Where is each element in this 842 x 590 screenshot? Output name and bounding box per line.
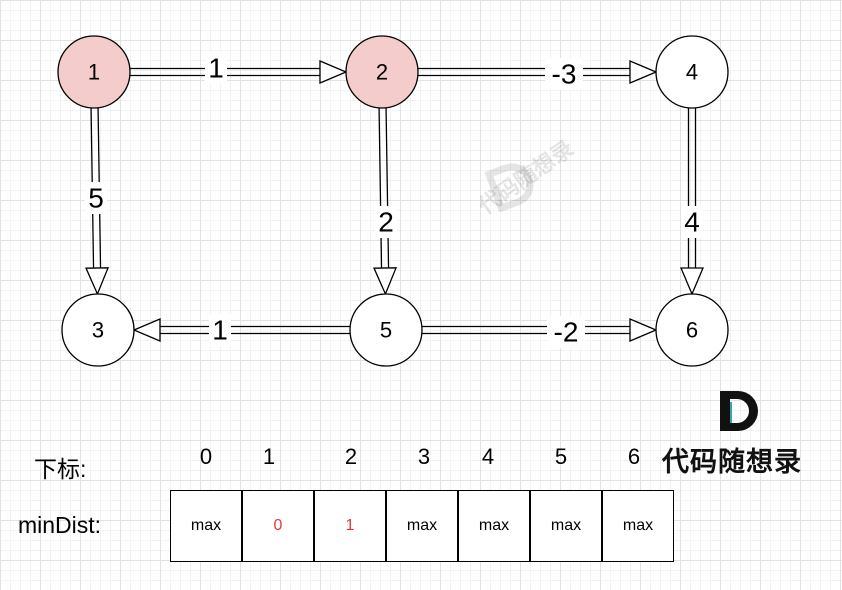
edge-n4-n6: 4 — [680, 108, 704, 296]
edge-n2-n5: 2 — [373, 107, 398, 296]
edge-n1-n3: 5 — [85, 107, 110, 296]
graph-node-5: 5 — [349, 293, 423, 367]
index-label: 2 — [344, 444, 358, 469]
arrowhead — [629, 318, 658, 342]
edges-layer: 1 -3 5 2 4 1 -2 — [85, 52, 704, 348]
watermark-d-icon — [484, 163, 534, 213]
edge-n2-n4: -3 — [418, 58, 658, 90]
edge-n1-n2: 1 — [130, 52, 348, 84]
nodes-layer: 1 2 4 3 5 6 — [57, 35, 729, 367]
graph-node-3: 3 — [61, 293, 135, 367]
edge-weight-label: -3 — [552, 59, 577, 90]
index-label: 4 — [481, 444, 495, 469]
edge-weight-label: 5 — [88, 183, 104, 214]
index-row-label: 下标: — [34, 456, 87, 482]
graph-node-1: 1 — [57, 35, 131, 109]
index-label: 6 — [627, 444, 641, 469]
index-label: 0 — [199, 444, 213, 469]
edge-weight-label: 2 — [378, 207, 394, 238]
mindist-cell: 1 — [314, 490, 386, 562]
edge-n5-n3: 1 — [132, 314, 350, 346]
node-label: 6 — [686, 318, 698, 343]
edge-weight-label: 1 — [208, 53, 224, 84]
mindist-cell: max — [170, 490, 242, 562]
edge-n5-n6: -2 — [422, 316, 658, 348]
node-label: 2 — [376, 60, 388, 85]
index-label: 5 — [554, 444, 568, 469]
mindist-cell: 0 — [242, 490, 314, 562]
mindist-cell: max — [386, 490, 458, 562]
mindist-cell: max — [458, 490, 530, 562]
arrowhead — [132, 318, 161, 342]
arrowhead — [680, 267, 704, 296]
d-logo-icon — [720, 391, 758, 431]
node-label: 5 — [380, 318, 392, 343]
graph-node-4: 4 — [655, 35, 729, 109]
index-label: 3 — [417, 444, 431, 469]
graph-node-6: 6 — [655, 293, 729, 367]
graph-node-2: 2 — [345, 35, 419, 109]
node-label: 3 — [92, 318, 104, 343]
mindist-cell: max — [602, 490, 674, 562]
edge-weight-label: -2 — [554, 317, 579, 348]
brand-name: 代码随想录 — [662, 447, 802, 478]
arrowhead — [85, 267, 110, 296]
index-label: 1 — [262, 444, 276, 469]
edge-weight-label: 1 — [212, 315, 228, 346]
mindist-cell: max — [530, 490, 602, 562]
arrowhead — [319, 60, 348, 84]
mindist-row-label: minDist: — [18, 512, 102, 538]
edge-weight-label: 4 — [684, 207, 700, 238]
arrowhead — [373, 267, 398, 296]
arrowhead — [629, 60, 658, 84]
node-label: 1 — [88, 60, 100, 85]
node-label: 4 — [686, 60, 698, 85]
